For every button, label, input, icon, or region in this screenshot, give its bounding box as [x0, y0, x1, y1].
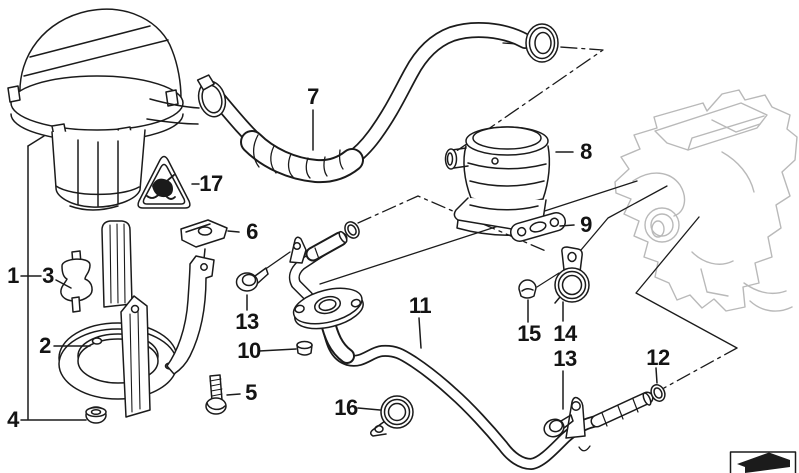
part-label-5[interactable]: 5 — [245, 380, 257, 405]
side-bracket — [166, 255, 215, 375]
nut-15 — [518, 279, 537, 299]
bolt-5 — [205, 374, 227, 415]
pipe-tab-lower — [565, 396, 586, 439]
page-turn-icon[interactable] — [729, 451, 797, 473]
hose-grommet — [525, 23, 559, 63]
strut-upper — [101, 220, 133, 308]
nut-10 — [296, 340, 313, 356]
pipe-tab-upper — [289, 236, 307, 264]
part-label-17[interactable]: 17 — [199, 171, 223, 196]
pipe-11 — [288, 230, 654, 470]
holder-ring — [58, 322, 178, 400]
oring-top — [344, 221, 360, 239]
pump-mounting-bracket — [58, 219, 228, 424]
bolt-13-right — [543, 414, 574, 438]
part-label-7[interactable]: 7 — [307, 84, 319, 109]
rubber-mount — [60, 250, 93, 313]
oring-12 — [650, 384, 666, 402]
gasket-9 — [509, 212, 567, 242]
engine-outline — [614, 89, 798, 312]
air-pump — [7, 8, 200, 211]
pinch-hazard-warning-icon — [137, 155, 191, 209]
part-label-6[interactable]: 6 — [246, 219, 258, 244]
part-label-10[interactable]: 10 — [237, 338, 261, 363]
grommet-4 — [85, 406, 107, 424]
clamp-16 — [370, 395, 414, 437]
part-label-1[interactable]: 1 — [7, 263, 19, 288]
part-label-13-left[interactable]: 13 — [235, 309, 259, 334]
clamp-14 — [554, 246, 590, 304]
part-label-16[interactable]: 16 — [334, 395, 358, 420]
part-label-11[interactable]: 11 — [408, 293, 432, 318]
strut-front — [120, 295, 151, 418]
part-label-13-right[interactable]: 13 — [553, 346, 577, 371]
part-label-3[interactable]: 3 — [42, 263, 54, 288]
part-label-4[interactable]: 4 — [7, 407, 19, 432]
part-label-14[interactable]: 14 — [553, 321, 577, 346]
part-label-12[interactable]: 12 — [646, 345, 670, 370]
part-label-9[interactable]: 9 — [580, 212, 592, 237]
bolt-13-left — [235, 267, 269, 292]
pipe-flange — [292, 287, 364, 330]
bracket-plate-6 — [180, 219, 228, 260]
callout-leader-lines — [20, 109, 658, 421]
part-label-15[interactable]: 15 — [517, 321, 541, 346]
part-label-2[interactable]: 2 — [39, 333, 51, 358]
hose-clamp — [196, 74, 227, 118]
part-label-8[interactable]: 8 — [580, 139, 592, 164]
hose-7 — [196, 22, 559, 184]
